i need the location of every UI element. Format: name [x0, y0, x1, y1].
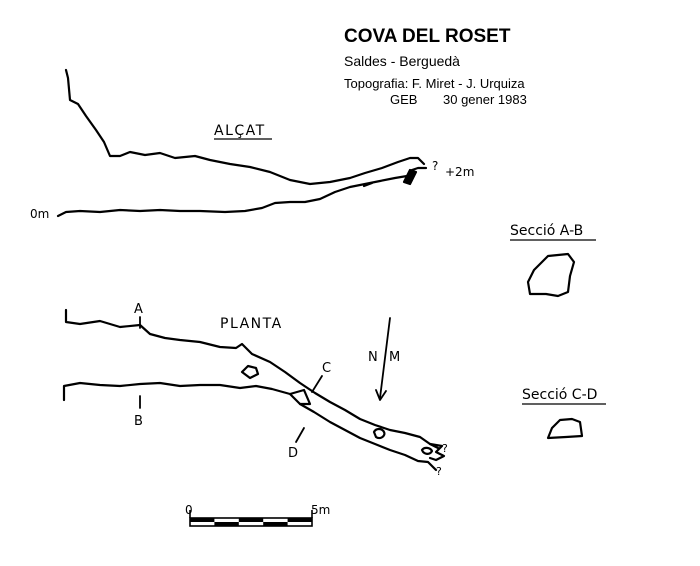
north-arrow-head [375, 389, 387, 401]
plan-unknown-mark-1: ? [442, 442, 448, 455]
section-ab-shape [526, 252, 576, 298]
cave-title: COVA DEL ROSET [344, 26, 511, 47]
scale-start-label: 0 [185, 503, 193, 517]
scale-bar [189, 510, 313, 527]
plan-boulder-2 [420, 446, 434, 455]
section-b-label: B [134, 414, 143, 429]
plan-end-notch [428, 442, 446, 462]
section-cd-shape [546, 417, 584, 440]
authors-text: Topografia: F. Miret - J. Urquiza [344, 76, 525, 91]
section-c-label: C [322, 361, 331, 376]
section-ab-label: Secció A-B [510, 223, 583, 239]
north-label: N [368, 350, 378, 365]
magnetic-label: M [389, 350, 400, 365]
elevation-ceiling-line [64, 68, 426, 186]
section-a-label: A [134, 302, 143, 317]
elevation-end-block [402, 168, 418, 186]
club-text: GEB [390, 92, 417, 107]
section-d-label: D [288, 446, 298, 461]
elevation-label: ALÇAT [214, 123, 266, 139]
plan-chamber-outline [288, 388, 312, 406]
location-text: Saldes - Berguedà [344, 53, 460, 69]
plan-boulder-1 [372, 427, 386, 440]
elevation-floor-line [56, 166, 428, 218]
datum-label: 0m [30, 207, 49, 221]
plan-unknown-mark-2: ? [436, 465, 442, 478]
plan-label: PLANTA [220, 316, 283, 332]
north-arrow-line [379, 317, 391, 399]
plan-pillar [240, 364, 260, 380]
top-height-label: +2m [445, 165, 474, 179]
section-d-arrow [295, 427, 305, 443]
elevation-unknown-mark: ? [432, 159, 438, 173]
section-c-arrow [311, 375, 323, 393]
section-cd-label: Secció C-D [522, 387, 597, 403]
elevation-inner-mark [362, 181, 374, 188]
plan-upper-wall [64, 308, 440, 450]
date-text: 30 gener 1983 [443, 92, 527, 107]
plan-lower-wall [62, 381, 438, 472]
scale-end-label: 5m [311, 503, 330, 517]
